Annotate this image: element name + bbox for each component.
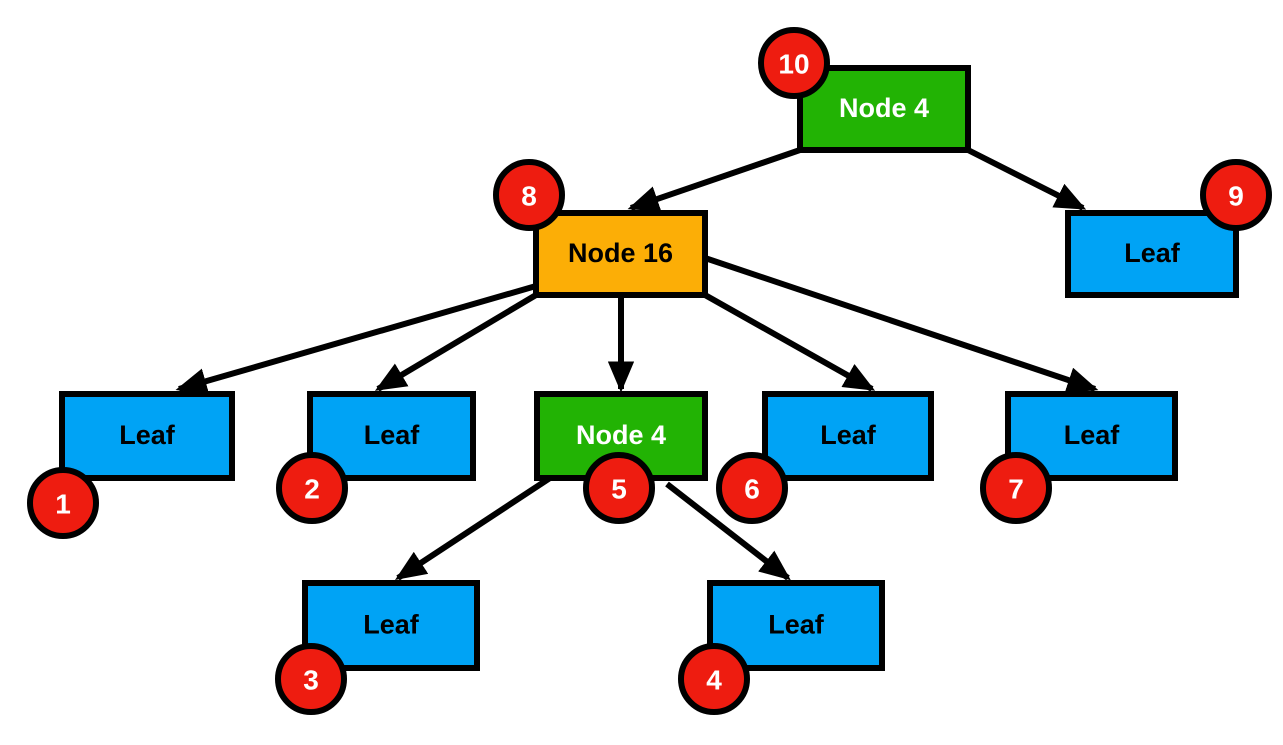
badge-label: 9 (1228, 181, 1244, 212)
badge-label: 8 (521, 181, 537, 212)
node-badge[interactable]: 9 (1200, 159, 1272, 231)
node-badge[interactable]: 6 (716, 452, 788, 524)
badge-label: 10 (778, 49, 809, 80)
node-label: Leaf (119, 420, 176, 450)
node-badge[interactable]: 2 (276, 452, 348, 524)
tree-edge (374, 292, 538, 392)
node-box[interactable] (1065, 210, 1239, 298)
badge-circle[interactable] (276, 452, 348, 524)
node-box[interactable] (797, 65, 971, 153)
badge-circle[interactable] (716, 452, 788, 524)
tree-node[interactable]: Leaf (1065, 210, 1239, 298)
badge-circle[interactable] (583, 452, 655, 524)
badge-circle[interactable] (493, 159, 565, 231)
node-label: Node 16 (568, 238, 673, 268)
badge-circle[interactable] (275, 643, 347, 715)
node-box[interactable] (59, 391, 235, 481)
node-badge[interactable]: 7 (980, 452, 1052, 524)
node-badge[interactable]: 3 (275, 643, 347, 715)
node-badge[interactable]: 8 (493, 159, 565, 231)
tree-edge (665, 481, 791, 581)
tree-node[interactable]: Node 4 (797, 65, 971, 153)
tree-edge (394, 475, 552, 581)
badge-circle[interactable] (1200, 159, 1272, 231)
tree-edge (627, 147, 801, 212)
badge-label: 6 (744, 474, 760, 505)
tree-node[interactable]: Leaf (762, 391, 934, 481)
node-badge[interactable]: 10 (758, 27, 830, 99)
tree-edge (704, 255, 1099, 393)
tree-edge (703, 292, 876, 392)
badge-label: 1 (55, 489, 71, 520)
node-badge[interactable]: 1 (27, 467, 99, 539)
node-badge[interactable]: 4 (678, 643, 750, 715)
node-label: Leaf (768, 610, 825, 640)
node-label: Node 4 (839, 93, 929, 123)
badge-circle[interactable] (27, 467, 99, 539)
node-box[interactable] (533, 210, 708, 298)
badges-layer: 10 8 9 1 2 5 6 7 3 4 (27, 27, 1272, 715)
badge-circle[interactable] (758, 27, 830, 99)
badge-label: 3 (303, 665, 319, 696)
badge-circle[interactable] (980, 452, 1052, 524)
node-box[interactable] (762, 391, 934, 481)
badge-label: 2 (304, 474, 320, 505)
node-label: Node 4 (576, 420, 666, 450)
tree-edge (175, 283, 537, 395)
edges-layer (175, 147, 1099, 581)
tree-node[interactable]: Node 16 (533, 210, 708, 298)
node-label: Leaf (1064, 420, 1121, 450)
node-label: Leaf (364, 420, 421, 450)
badge-label: 5 (611, 474, 627, 505)
node-label: Leaf (820, 420, 877, 450)
badge-label: 7 (1008, 474, 1024, 505)
node-label: Leaf (1124, 238, 1181, 268)
badge-circle[interactable] (678, 643, 750, 715)
node-label: Leaf (363, 610, 420, 640)
tree-node[interactable]: Leaf (59, 391, 235, 481)
badge-label: 4 (706, 665, 722, 696)
tree-edge (966, 147, 1087, 211)
node-badge[interactable]: 5 (583, 452, 655, 524)
